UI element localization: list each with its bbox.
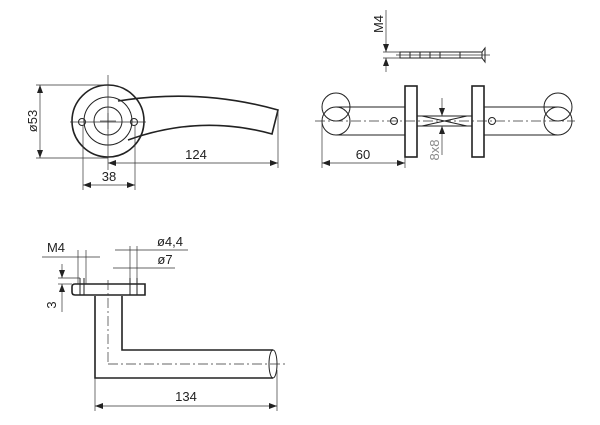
dim-length: 124 xyxy=(185,147,207,162)
dim-hole-large: ø7 xyxy=(157,252,172,267)
dim-hole-small: ø4,4 xyxy=(157,234,183,249)
dim-screw-spacing: 38 xyxy=(102,169,116,184)
top-view: M4 ø4,4 ø7 3 134 xyxy=(42,234,285,411)
rosette-section xyxy=(71,283,146,296)
lever-body xyxy=(94,296,273,379)
screw-view: M4 xyxy=(371,10,490,72)
lever-outline xyxy=(117,95,279,141)
dim-height: 3 xyxy=(44,301,59,308)
dim-screw-thread: M4 xyxy=(371,15,386,33)
dim-top-length: 134 xyxy=(175,389,197,404)
dim-spindle: 8x8 xyxy=(427,140,442,161)
dim-rosette-diameter: ø53 xyxy=(25,110,40,132)
front-view: ø53 124 38 xyxy=(25,75,279,190)
side-view: 8x8 60 xyxy=(315,85,575,168)
rosette-plate-right xyxy=(471,85,485,158)
dim-lever-offset: 60 xyxy=(356,147,370,162)
dim-thread: M4 xyxy=(47,240,65,255)
rosette-plate-left xyxy=(404,85,418,158)
